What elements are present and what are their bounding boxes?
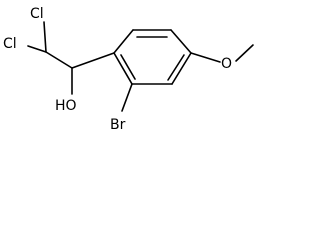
bond-c1-cl-top <box>43 21 47 53</box>
bond-c1-c2 <box>45 51 73 69</box>
atom-label-cl-left: Cl <box>3 36 17 52</box>
ring-bond-a-b <box>113 29 134 54</box>
ring-bond-d-e <box>171 52 192 85</box>
chemical-structure: Cl Cl HO Br O <box>3 6 254 133</box>
bond-o-methyl <box>235 44 254 62</box>
ring-double-d-e <box>167 54 185 81</box>
atom-label-oxygen: O <box>221 56 232 72</box>
ring-double-f-a <box>120 54 136 80</box>
atom-label-hydroxyl: HO <box>55 98 77 114</box>
ring-bond-f-a <box>113 52 133 85</box>
atom-label-bromine: Br <box>110 117 126 133</box>
bond-c2-ring <box>71 52 115 69</box>
bond-ring-o <box>190 52 221 63</box>
atom-label-cl-top: Cl <box>30 6 44 22</box>
bond-c1-cl-left <box>27 45 47 53</box>
ring-bond-c-d <box>170 29 192 54</box>
bond-ring-br <box>121 83 133 112</box>
